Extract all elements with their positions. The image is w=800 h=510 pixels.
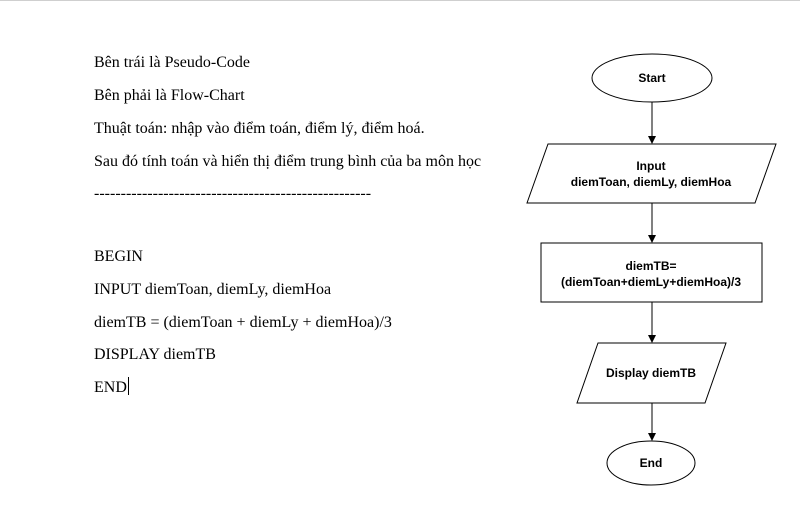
end-terminal <box>606 440 696 486</box>
pseudocode-display: DISPLAY diemTB <box>94 346 216 363</box>
pseudocode-end: END <box>94 379 127 396</box>
process-label-line1: diemTB= <box>625 259 676 273</box>
pseudocode-compute: diemTB = (diemToan + diemLy + diemHoa)/3 <box>94 314 392 331</box>
pseudocode-begin: BEGIN <box>94 248 143 265</box>
pseudocode-end-row: END <box>94 377 129 398</box>
pseudocode-input: INPUT diemToan, diemLy, diemHoa <box>94 281 332 298</box>
input-parallelogram <box>526 143 777 204</box>
separator-line: ----------------------------------------… <box>94 185 372 202</box>
process-label-line2: (diemToan+diemLy+diemHoa)/3 <box>561 275 741 289</box>
intro-line-1: Bên trái là Pseudo-Code <box>94 54 250 71</box>
process-rectangle <box>540 242 763 303</box>
input-label-line2: diemToan, diemLy, diemHoa <box>571 175 732 189</box>
input-label-line1: Input <box>636 159 665 173</box>
intro-line-4: Sau đó tính toán và hiển thị điểm trung … <box>94 153 482 170</box>
start-label: Start <box>638 71 665 85</box>
top-border <box>0 0 800 1</box>
end-label: End <box>640 456 663 470</box>
intro-line-3: Thuật toán: nhập vào điểm toán, điểm lý,… <box>94 120 425 137</box>
output-parallelogram <box>576 342 727 404</box>
output-label: Display diemTB <box>606 366 696 380</box>
intro-line-2: Bên phải là Flow-Chart <box>94 87 245 104</box>
text-cursor <box>127 377 129 395</box>
